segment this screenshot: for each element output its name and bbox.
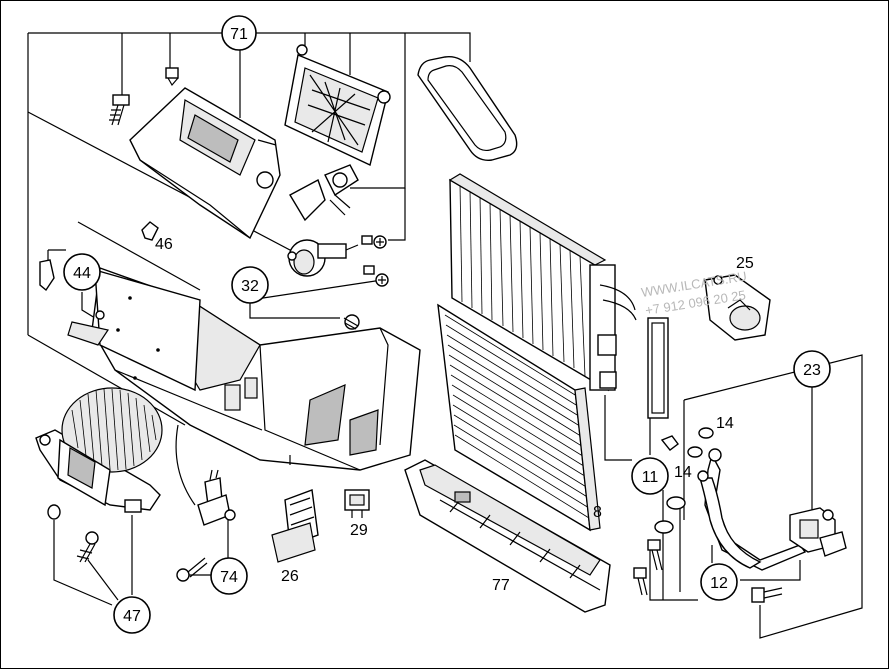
gasket-11 bbox=[647, 317, 669, 419]
vacuum-element-32 bbox=[287, 239, 359, 277]
refrigerant-pipes-12 bbox=[697, 448, 807, 571]
blower-motor-47 bbox=[35, 387, 163, 513]
cable bbox=[175, 424, 196, 506]
resistor-26 bbox=[271, 489, 319, 563]
callout-12[interactable]: 12 bbox=[700, 563, 738, 601]
screw-74 bbox=[176, 557, 208, 582]
bolts-12 bbox=[633, 539, 783, 603]
heater-core-8 bbox=[437, 303, 601, 532]
connector-29 bbox=[344, 489, 370, 518]
callout-74-label: 74 bbox=[220, 569, 238, 586]
callout-71-label: 71 bbox=[230, 26, 248, 43]
callout-32-label: 32 bbox=[241, 278, 259, 295]
callout-44[interactable]: 44 bbox=[63, 253, 101, 291]
callout-47[interactable]: 47 bbox=[113, 596, 151, 634]
seal-44 bbox=[39, 259, 201, 392]
screw-47 bbox=[47, 504, 99, 563]
o-rings-14 bbox=[654, 427, 714, 534]
upper-housing-71 bbox=[129, 87, 281, 240]
part-label-14-upper[interactable]: 14 bbox=[716, 415, 734, 432]
callout-44-label: 44 bbox=[73, 265, 91, 282]
valve-25 bbox=[704, 274, 771, 341]
clip-71 bbox=[165, 67, 179, 87]
part-label-29[interactable]: 29 bbox=[350, 522, 368, 539]
callout-23-label: 23 bbox=[803, 362, 821, 379]
connector-74 bbox=[197, 469, 236, 526]
gasket-frame bbox=[417, 56, 518, 161]
clip-46 bbox=[141, 221, 159, 241]
evaporator bbox=[448, 173, 637, 392]
callout-11-label: 11 bbox=[642, 469, 659, 486]
part-label-46[interactable]: 46 bbox=[155, 236, 173, 253]
expansion-valve-23 bbox=[789, 507, 847, 557]
part-label-26[interactable]: 26 bbox=[281, 568, 299, 585]
callout-71[interactable]: 71 bbox=[221, 15, 257, 51]
callout-47-label: 47 bbox=[123, 608, 141, 625]
callout-74[interactable]: 74 bbox=[210, 557, 248, 595]
part-label-25[interactable]: 25 bbox=[736, 255, 754, 272]
grille-71 bbox=[284, 44, 391, 166]
callout-12-label: 12 bbox=[710, 575, 728, 592]
part-label-8[interactable]: 8 bbox=[593, 504, 602, 521]
callout-23[interactable]: 23 bbox=[793, 350, 831, 388]
callout-11[interactable]: 11 bbox=[631, 457, 669, 495]
screws bbox=[343, 235, 389, 330]
flap-actuator bbox=[289, 164, 359, 222]
screw-71 bbox=[109, 94, 130, 126]
drain-tray-77 bbox=[404, 459, 611, 613]
part-label-77[interactable]: 77 bbox=[492, 577, 510, 594]
callout-32[interactable]: 32 bbox=[231, 266, 269, 304]
part-label-14-lower[interactable]: 14 bbox=[674, 464, 692, 481]
